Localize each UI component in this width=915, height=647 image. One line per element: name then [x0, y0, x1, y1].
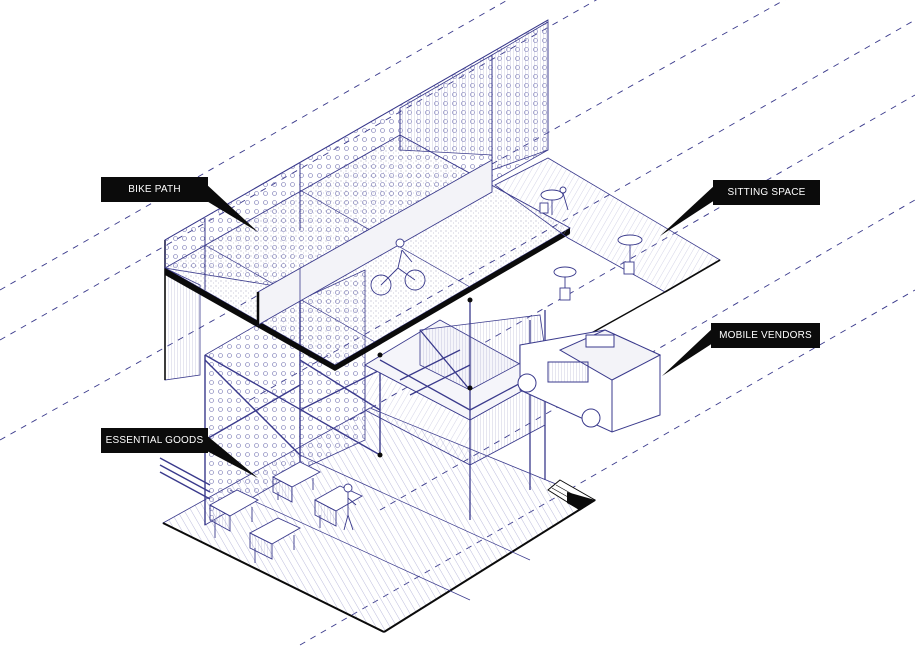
essential-goods-pointer: [205, 434, 258, 478]
shopper-figure: [343, 483, 357, 531]
vendor-cage-structure: [364, 297, 546, 520]
market-stall: [209, 489, 259, 538]
mobile-vendors-pointer: [662, 328, 713, 376]
callout-pointers: [205, 183, 715, 478]
sitting-space-deck: [494, 157, 721, 346]
market-stalls: [209, 461, 363, 563]
food-truck: [517, 329, 662, 433]
bike-path-pointer: [205, 183, 258, 232]
essential-goods-label: ESSENTIAL GOODS: [101, 428, 208, 453]
cyclist-figure: [370, 238, 426, 296]
sitting-space-label: SITTING SPACE: [713, 180, 820, 205]
bike-path-label: BIKE PATH: [101, 177, 208, 202]
market-stall: [249, 517, 301, 563]
mobile-vendors-label: MOBILE VENDORS: [711, 323, 820, 348]
bike-path-deck: [164, 134, 571, 371]
ground-bracing-frame: [159, 300, 381, 525]
sitting-space-pointer: [660, 185, 715, 236]
cafe-tables: [539, 186, 643, 301]
market-stall: [314, 485, 363, 528]
market-stall: [272, 461, 321, 503]
